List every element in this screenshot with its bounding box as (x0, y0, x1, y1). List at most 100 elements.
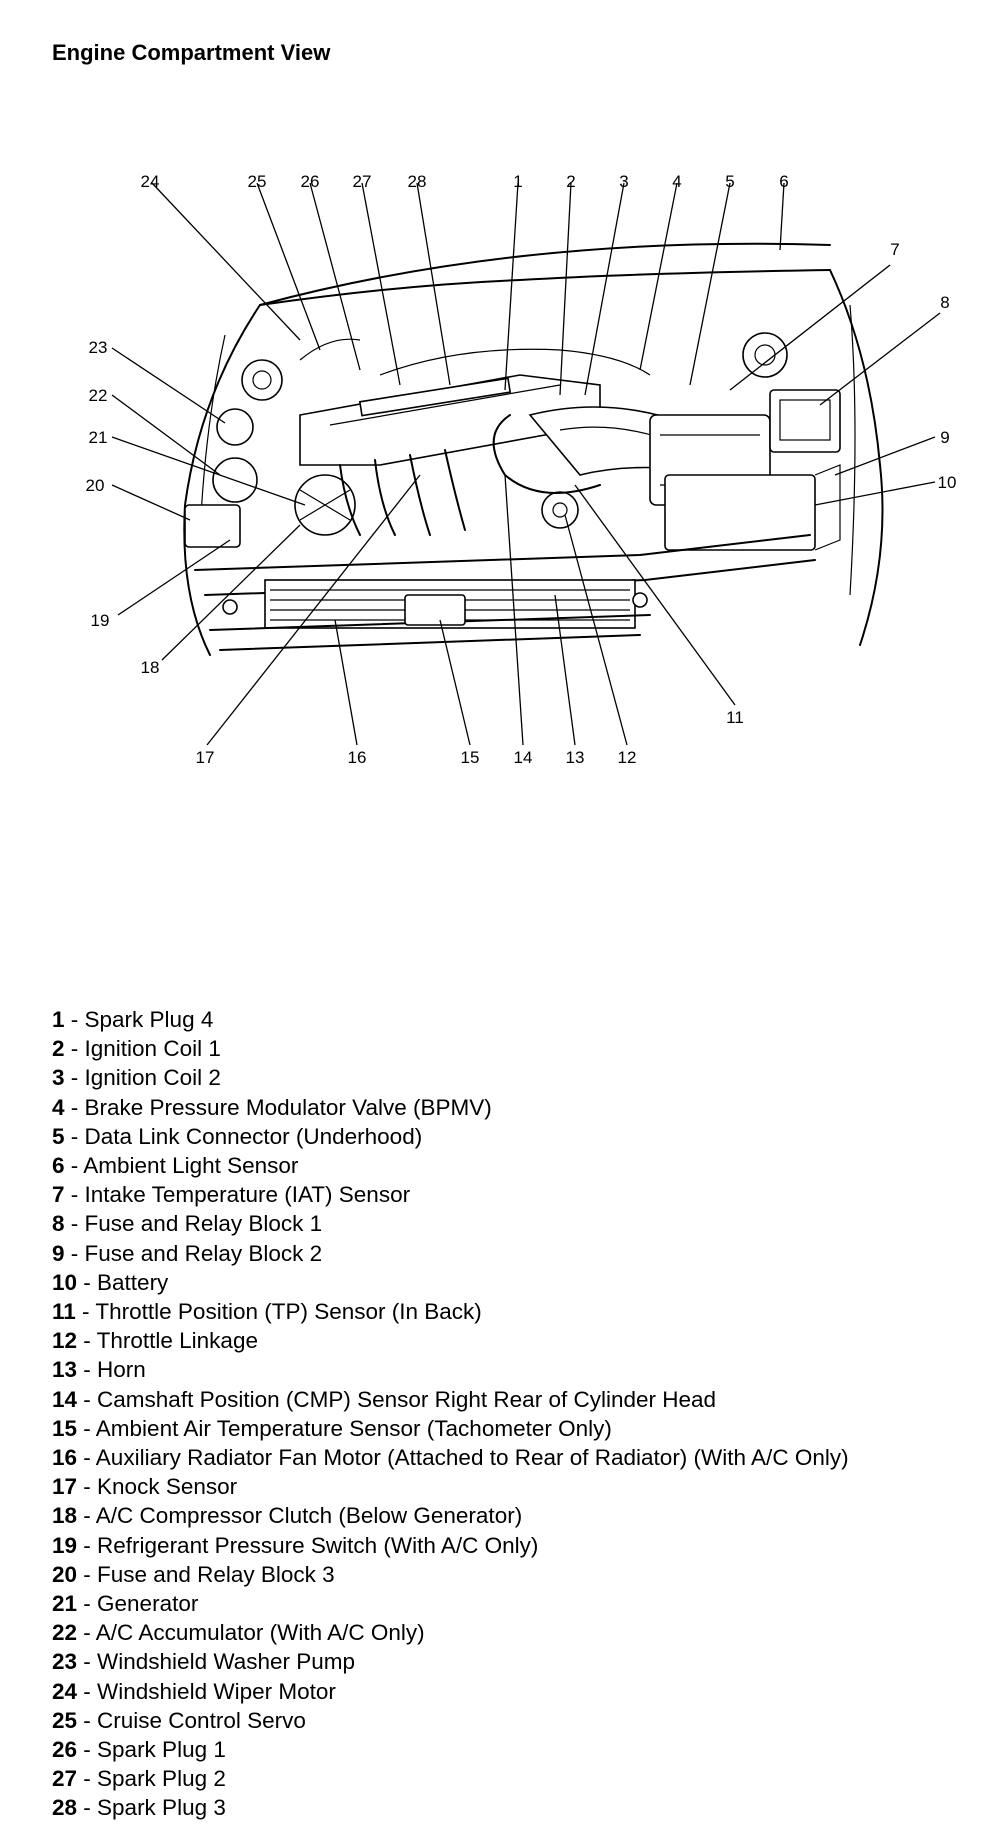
legend-number: 2 (52, 1036, 65, 1062)
legend-label: Fuse and Relay Block 2 (84, 1240, 323, 1266)
callout-13: 13 (566, 748, 585, 767)
callout-19: 19 (91, 611, 110, 630)
leader-12 (564, 514, 628, 746)
leader-20 (111, 484, 191, 521)
legend-separator: - (77, 1591, 98, 1617)
leader-8 (819, 312, 941, 406)
legend-item: 18 - A/C Compressor Clutch (Below Genera… (52, 1501, 849, 1530)
leader-9 (834, 436, 936, 476)
callout-20: 20 (86, 476, 105, 495)
legend-separator: - (77, 1766, 98, 1792)
legend-item: 13 - Horn (52, 1355, 849, 1384)
legend-label: Ignition Coil 1 (84, 1036, 221, 1062)
legend-label: Spark Plug 4 (84, 1007, 214, 1032)
legend-number: 25 (52, 1707, 78, 1733)
legend-number: 17 (52, 1474, 78, 1500)
legend-number: 22 (52, 1620, 78, 1646)
leader-3 (584, 182, 625, 396)
legend-item: 10 - Battery (52, 1268, 849, 1297)
legend-separator: - (64, 1094, 85, 1120)
legend-label: Generator (97, 1591, 199, 1617)
legend-number: 20 (52, 1561, 78, 1587)
legend-item: 28 - Spark Plug 3 (52, 1793, 849, 1822)
legend-item: 22 - A/C Accumulator (With A/C Only) (52, 1618, 849, 1647)
legend-label: Refrigerant Pressure Switch (With A/C On… (97, 1532, 539, 1558)
legend-number: 9 (52, 1240, 65, 1266)
legend-item: 1 - Spark Plug 4 (52, 1005, 849, 1034)
legend-separator: - (64, 1240, 85, 1266)
callout-1: 1 (513, 175, 522, 191)
legend-separator: - (77, 1328, 97, 1354)
legend-number: 13 (52, 1357, 78, 1383)
leader-10 (814, 481, 936, 506)
leader-15 (439, 619, 471, 746)
callout-15: 15 (461, 748, 480, 767)
callout-23: 23 (89, 338, 108, 357)
leader-13 (554, 594, 576, 746)
legend-number: 3 (52, 1065, 65, 1091)
callout-numbers: 24 25 26 27 28 1 2 3 4 5 6 7 8 9 10 11 1… (86, 175, 957, 767)
legend-number: 10 (52, 1269, 78, 1295)
legend-item: 7 - Intake Temperature (IAT) Sensor (52, 1180, 849, 1209)
legend-label: Fuse and Relay Block 1 (84, 1211, 323, 1237)
callout-17: 17 (196, 748, 215, 767)
legend-item: 15 - Ambient Air Temperature Sensor (Tac… (52, 1414, 849, 1443)
legend-separator: - (77, 1445, 96, 1471)
leader-22 (111, 394, 221, 476)
legend-separator: - (77, 1532, 98, 1558)
legend-item: 6 - Ambient Light Sensor (52, 1151, 849, 1180)
callout-12: 12 (618, 748, 637, 767)
legend-number: 27 (52, 1766, 78, 1792)
leader-18 (161, 524, 301, 661)
legend-separator: - (77, 1678, 98, 1704)
leader-7 (729, 264, 891, 391)
callout-4: 4 (672, 175, 681, 191)
legend-label: Windshield Wiper Motor (97, 1678, 336, 1704)
leader-6 (779, 182, 785, 251)
legend-label: Throttle Linkage (96, 1328, 258, 1354)
leader-28 (416, 182, 451, 386)
callout-28: 28 (408, 175, 427, 191)
legend-label: Fuse and Relay Block 3 (97, 1561, 335, 1587)
legend-item: 11 - Throttle Position (TP) Sensor (In B… (52, 1297, 849, 1326)
legend-label: Intake Temperature (IAT) Sensor (84, 1182, 411, 1208)
leader-21 (111, 436, 306, 506)
legend-separator: - (77, 1649, 98, 1675)
legend-label: Cruise Control Servo (97, 1707, 306, 1733)
leader-11 (574, 484, 736, 706)
legend-label: A/C Compressor Clutch (Below Generator) (95, 1503, 523, 1529)
legend-separator: - (64, 1007, 85, 1032)
legend-number: 12 (52, 1328, 78, 1354)
callout-5: 5 (725, 175, 734, 191)
callout-6: 6 (779, 175, 788, 191)
engine-compartment-diagram: 24 25 26 27 28 1 2 3 4 5 6 7 8 9 10 11 1… (86, 175, 957, 767)
leader-14 (504, 474, 524, 746)
legend-separator: - (75, 1299, 96, 1325)
callout-9: 9 (940, 428, 949, 447)
leader-1 (504, 182, 519, 391)
legend-item: 23 - Windshield Washer Pump (52, 1647, 849, 1676)
leader-23 (111, 347, 226, 424)
callout-27: 27 (353, 175, 372, 191)
legend-number: 6 (52, 1153, 65, 1179)
legend-item: 17 - Knock Sensor (52, 1472, 849, 1501)
legend-number: 5 (52, 1123, 65, 1149)
legend-item: 4 - Brake Pressure Modulator Valve (BPMV… (52, 1093, 849, 1122)
legend-item: 21 - Generator (52, 1589, 849, 1618)
legend-number: 11 (52, 1299, 76, 1325)
legend-item: 25 - Cruise Control Servo (52, 1706, 849, 1735)
callout-2: 2 (566, 175, 575, 191)
legend-item: 19 - Refrigerant Pressure Switch (With A… (52, 1531, 849, 1560)
legend-number: 23 (52, 1649, 78, 1675)
legend-number: 15 (52, 1415, 78, 1441)
legend-label: Ambient Light Sensor (83, 1153, 299, 1179)
legend-label: Brake Pressure Modulator Valve (BPMV) (84, 1094, 492, 1120)
leader-16 (334, 619, 358, 746)
legend-separator: - (64, 1153, 84, 1179)
leader-27 (361, 182, 401, 386)
legend-number: 18 (52, 1503, 78, 1529)
legend-separator: - (77, 1269, 98, 1295)
engine-illustration (183, 242, 884, 656)
legend-label: Horn (97, 1357, 146, 1383)
